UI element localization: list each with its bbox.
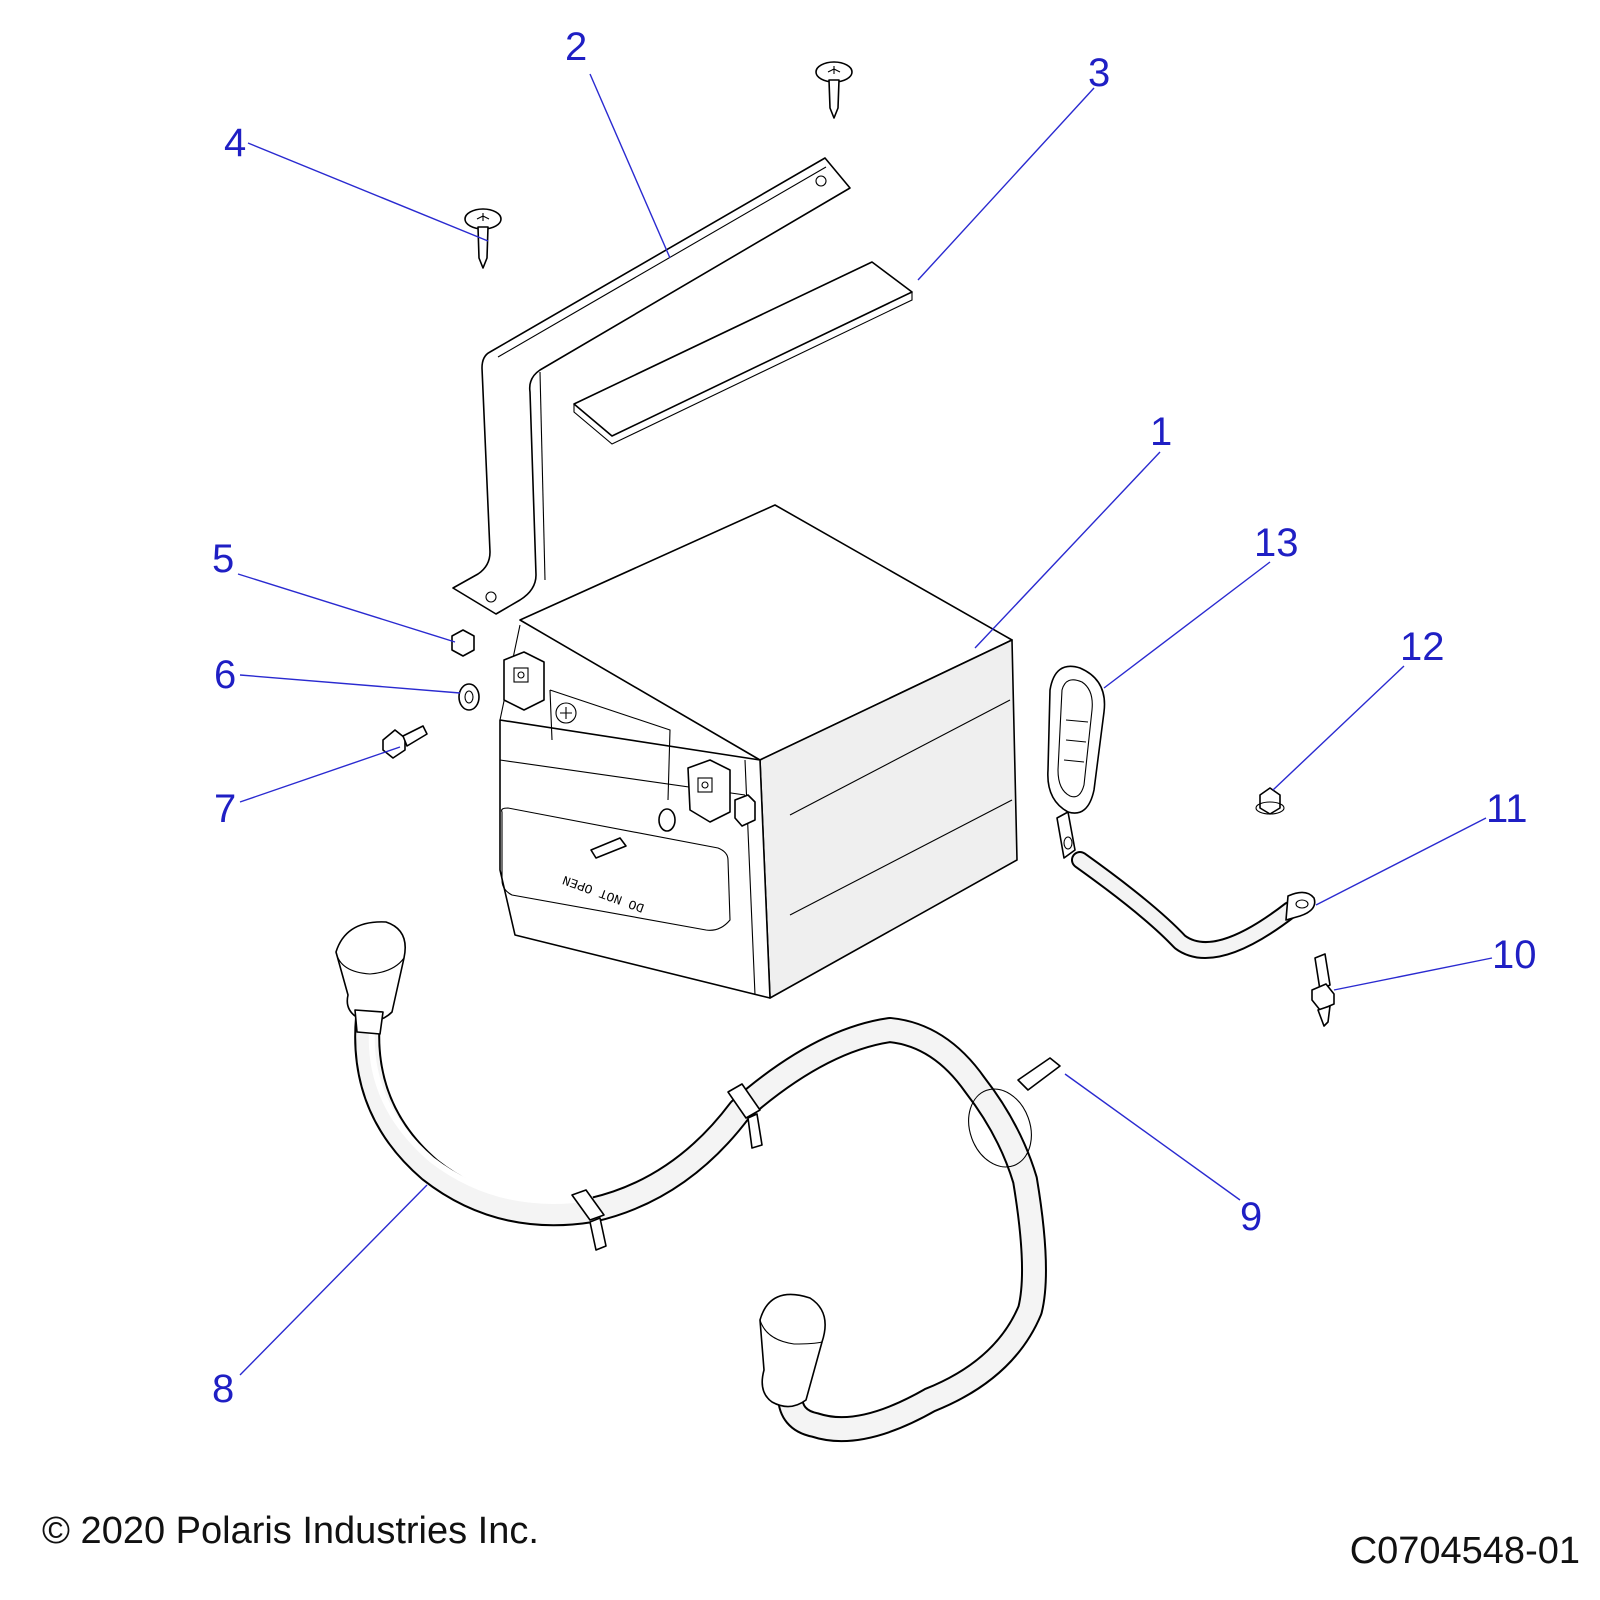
flange-nut — [1255, 787, 1285, 815]
screw-left — [464, 208, 502, 269]
terminal-bolt — [382, 725, 428, 759]
callout-6: 6 — [214, 653, 236, 697]
leader-5 — [237, 573, 456, 643]
callout-3: 3 — [1088, 51, 1110, 95]
callout-5: 5 — [212, 537, 234, 581]
callout-10: 10 — [1492, 933, 1537, 977]
hold-down-bracket — [452, 157, 851, 615]
callout-11: 11 — [1486, 787, 1528, 831]
battery: DO NOT OPEN — [499, 504, 1018, 999]
leader-6 — [239, 674, 461, 694]
cable-tie — [968, 1057, 1061, 1168]
positive-cable — [335, 921, 1061, 1443]
leader-1 — [974, 451, 1161, 649]
negative-cable — [1056, 811, 1316, 959]
callout-7: 7 — [214, 787, 236, 831]
bracket-pad — [573, 261, 913, 445]
drawing-number: C0704548-01 — [1349, 1530, 1580, 1572]
washer — [458, 683, 480, 711]
leader-4 — [247, 142, 489, 242]
callout-1: 1 — [1150, 410, 1172, 454]
callout-labels: 1 2 3 4 5 6 7 8 9 10 11 12 13 — [212, 25, 1537, 1411]
leader-2 — [589, 73, 671, 259]
square-nut — [451, 629, 475, 657]
callout-13: 13 — [1254, 521, 1299, 565]
callout-9: 9 — [1240, 1195, 1262, 1239]
callout-8: 8 — [212, 1367, 234, 1411]
callout-4: 4 — [224, 121, 246, 165]
leader-8 — [239, 1184, 428, 1376]
leader-lines — [237, 73, 1493, 1376]
callout-12: 12 — [1400, 625, 1445, 669]
terminal-boot — [1047, 665, 1106, 814]
copyright-notice: © 2020 Polaris Industries Inc. — [42, 1510, 539, 1552]
leader-12 — [1272, 665, 1405, 791]
leader-7 — [239, 746, 401, 803]
leader-11 — [1315, 817, 1487, 906]
leader-3 — [917, 87, 1095, 281]
leader-13 — [1103, 561, 1271, 689]
leader-9 — [1064, 1073, 1241, 1201]
push-rivet — [1311, 953, 1335, 1027]
screw-upper — [815, 61, 853, 119]
leader-10 — [1333, 957, 1493, 991]
callout-2: 2 — [565, 25, 587, 69]
